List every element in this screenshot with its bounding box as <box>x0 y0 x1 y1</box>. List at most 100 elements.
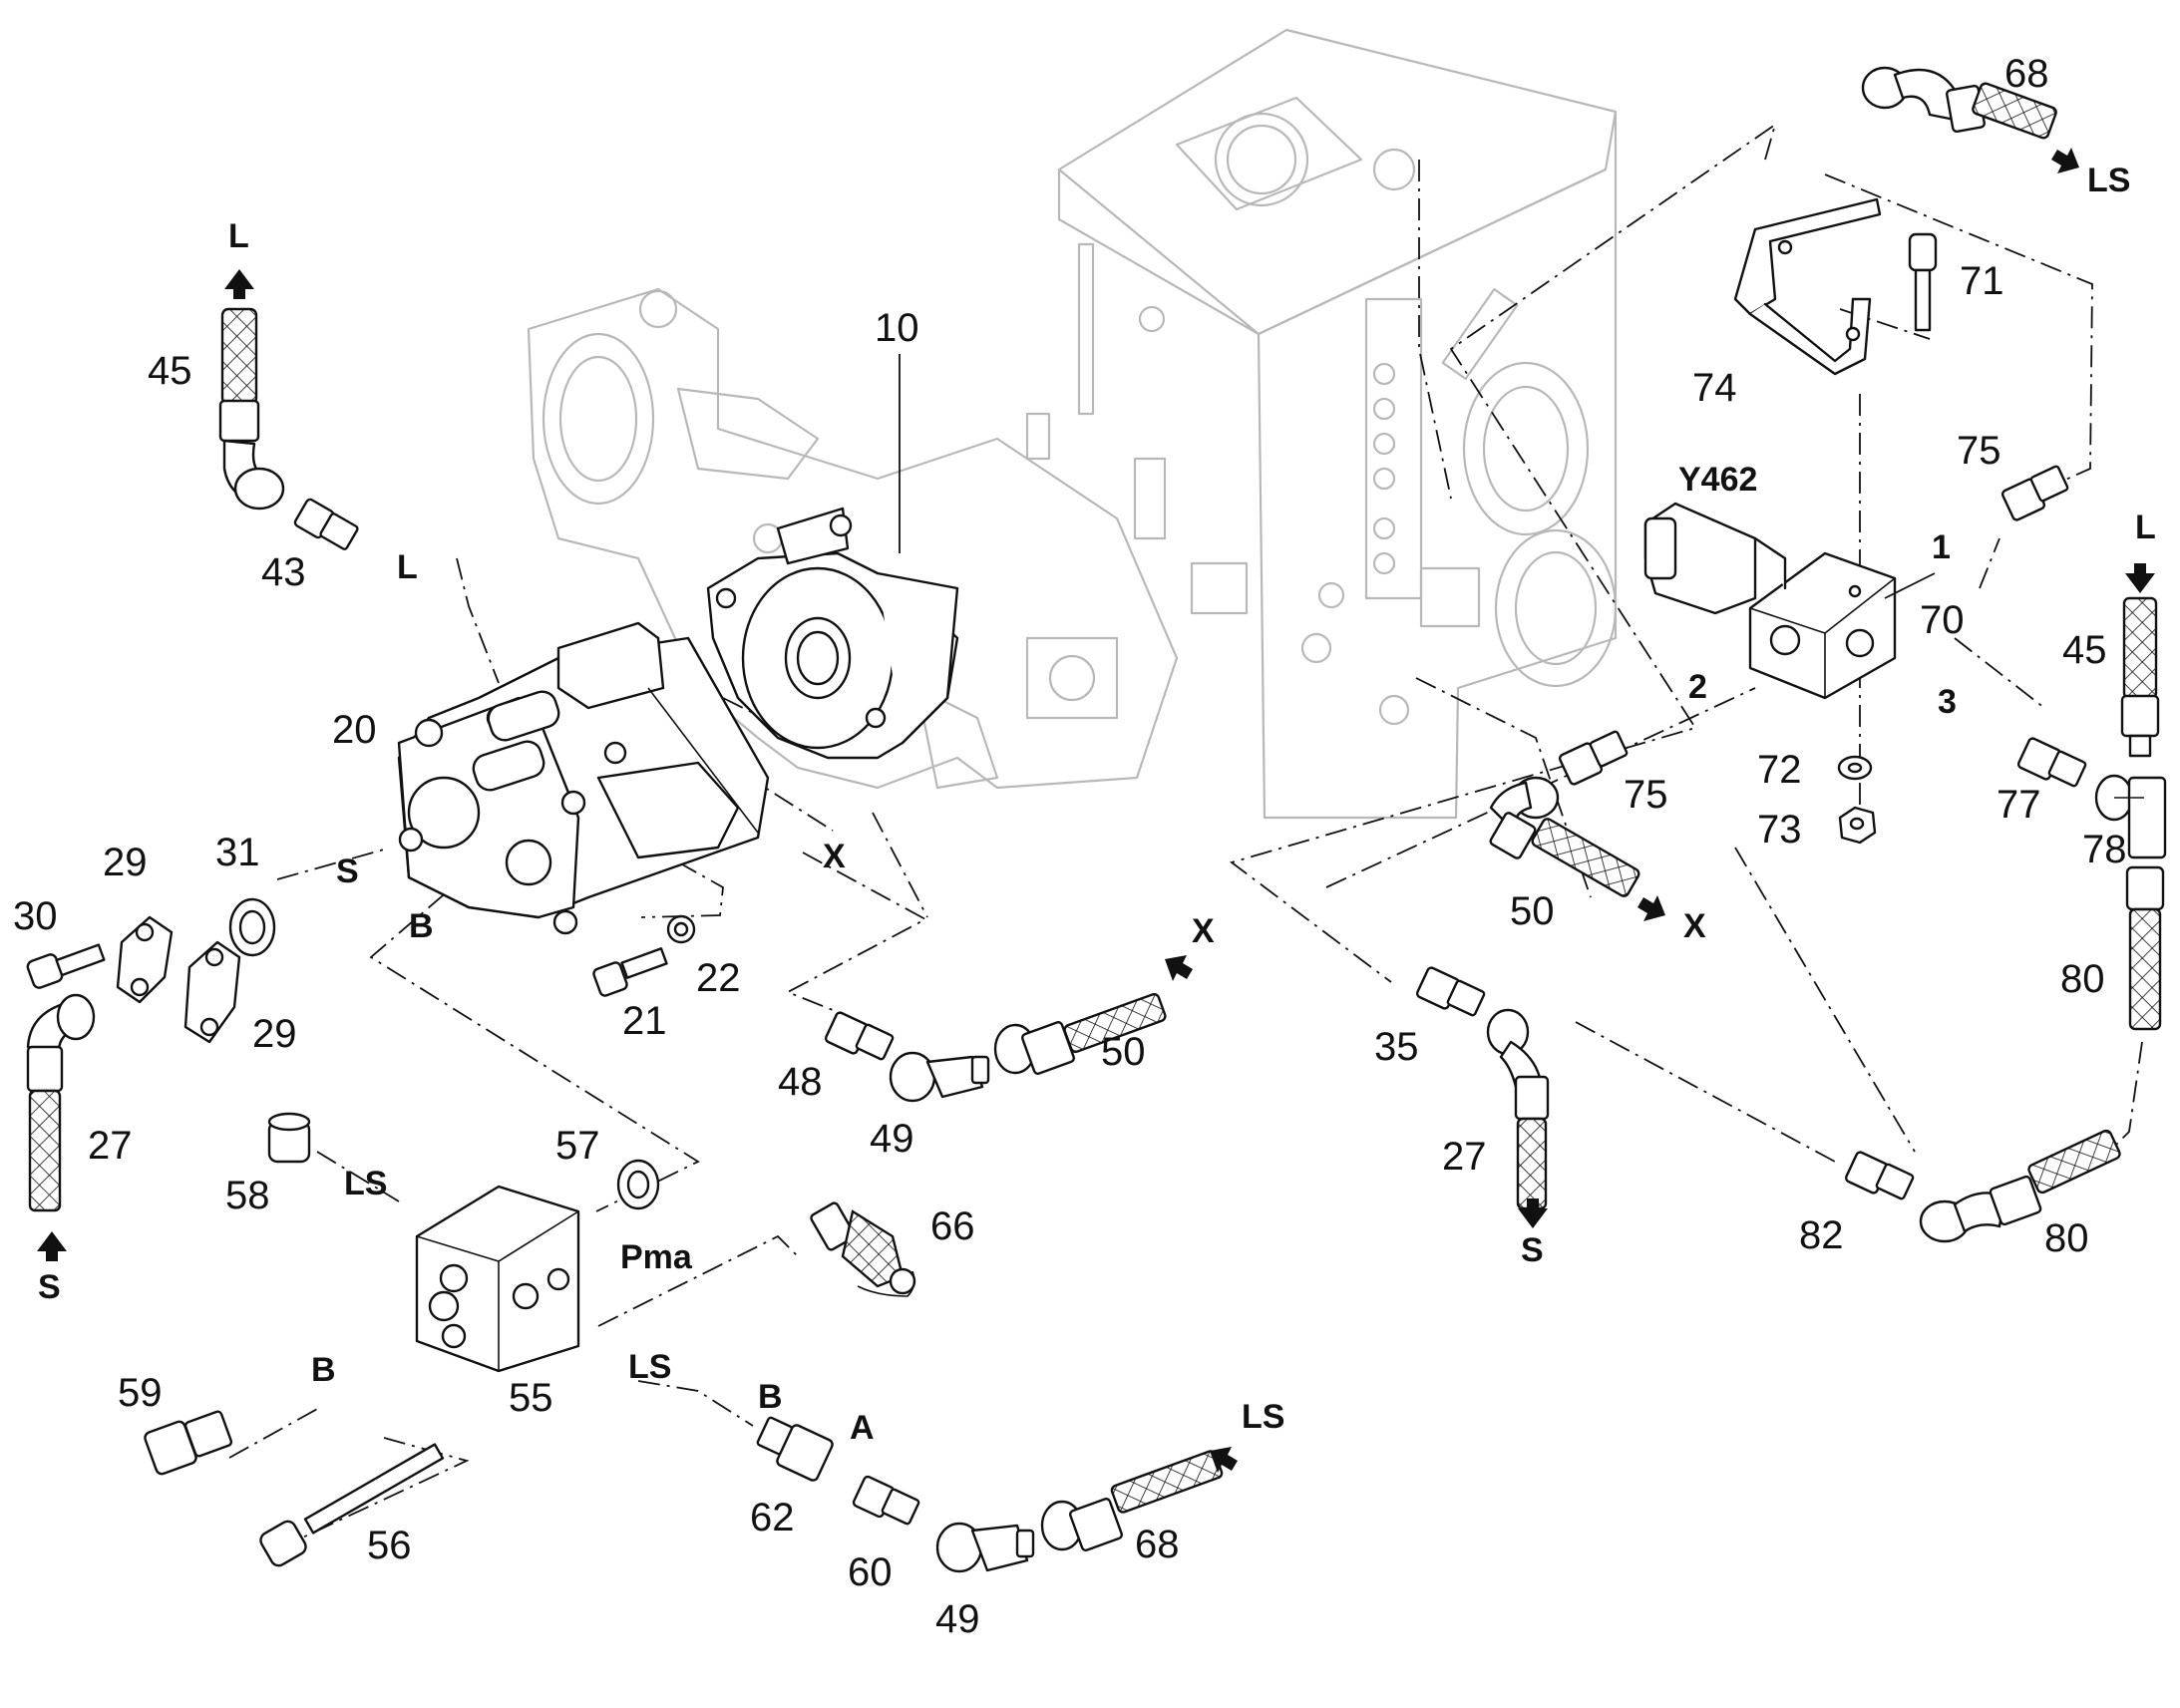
port-3: 3 <box>1938 683 1957 721</box>
label-78: 78 <box>2082 828 2127 871</box>
arrow-X-center <box>1165 955 1193 981</box>
arrow-L-up-left <box>224 269 254 299</box>
label-74: 74 <box>1692 366 1737 410</box>
label-50-right: 50 <box>1510 889 1555 933</box>
label-45-right: 45 <box>2062 628 2107 672</box>
port-2: 2 <box>1688 668 1707 706</box>
hydraulic-pump-20 <box>397 621 770 935</box>
nut-73 <box>1838 806 1877 845</box>
label-49-lower: 49 <box>935 1597 980 1641</box>
port-S-hose27-right: S <box>1521 1231 1544 1269</box>
port-B-pump: B <box>409 907 434 945</box>
port-B-block: B <box>311 1351 336 1389</box>
screw-30 <box>26 943 106 989</box>
arrow-L-down-right <box>2125 563 2155 593</box>
oring-57 <box>616 1159 660 1210</box>
part-number-labels: 10 20 21 22 27 27 29 29 30 31 35 43 45 4… <box>13 52 2127 1641</box>
label-58: 58 <box>225 1174 270 1217</box>
label-20: 20 <box>332 708 377 752</box>
port-LS-55: LS <box>628 1348 671 1386</box>
label-66: 66 <box>930 1204 975 1248</box>
arrow-S-down-right <box>1518 1198 1548 1228</box>
label-60: 60 <box>848 1550 893 1594</box>
hose-50-right <box>1489 776 1640 897</box>
label-80-bottom: 80 <box>2044 1216 2089 1260</box>
port-X-hose50-right: X <box>1683 907 1706 945</box>
label-57: 57 <box>555 1124 600 1168</box>
arrow-S-up-left <box>37 1231 67 1261</box>
fitting-75-lower <box>1558 730 1629 786</box>
label-71: 71 <box>1960 259 2004 303</box>
oring-31 <box>228 897 276 957</box>
label-59: 59 <box>118 1371 163 1415</box>
label-73: 73 <box>1757 808 1802 852</box>
port-X-pump: X <box>823 838 846 875</box>
port-L-line43: L <box>397 548 418 586</box>
arrow-LS-bottom <box>1210 1447 1238 1473</box>
port-S-pump: S <box>336 853 359 890</box>
test-coupling-66 <box>810 1201 916 1297</box>
label-75-lower: 75 <box>1624 773 1668 817</box>
port-A-60: A <box>850 1409 875 1447</box>
label-27-left: 27 <box>88 1124 133 1168</box>
label-43: 43 <box>261 550 306 594</box>
washer-22 <box>666 914 696 944</box>
label-75-upper: 75 <box>1957 429 2001 473</box>
label-45-left: 45 <box>148 349 192 393</box>
elbow-49-upper <box>889 1051 990 1103</box>
port-X-hose50: X <box>1192 912 1215 950</box>
hose-68-top <box>1861 66 2057 140</box>
hose-80-bottom <box>1919 1129 2121 1243</box>
port-1: 1 <box>1932 528 1951 566</box>
label-35: 35 <box>1374 1025 1419 1069</box>
hose-27-right <box>1486 1008 1550 1210</box>
bolt-56 <box>259 1443 445 1567</box>
flange-half-29-upper <box>116 915 174 1004</box>
port-LS-58: LS <box>344 1165 387 1202</box>
label-56: 56 <box>367 1524 412 1567</box>
tee-78 <box>2094 774 2167 859</box>
label-27-right: 27 <box>1442 1135 1487 1179</box>
port-S-hose27: S <box>38 1268 61 1306</box>
leader-lines <box>899 354 1936 599</box>
washer-72 <box>1837 755 1873 781</box>
motor-flange-10 <box>706 507 959 760</box>
label-55: 55 <box>509 1376 553 1420</box>
fitting-77 <box>2016 737 2087 788</box>
label-68-bottom: 68 <box>1135 1523 1180 1566</box>
assembly-lines <box>228 122 2143 1556</box>
fitting-75-upper <box>2000 465 2069 521</box>
fitting-43 <box>293 498 359 550</box>
label-31: 31 <box>215 831 260 874</box>
port-LS-68-top: LS <box>2087 162 2130 199</box>
port-labels: L L L S S S B B B A X X X LS LS LS LS Pm… <box>38 162 2156 1447</box>
hose-45-right <box>2120 596 2160 758</box>
label-29-lower: 29 <box>252 1012 297 1056</box>
label-70: 70 <box>1920 598 1965 642</box>
port-LS-68: LS <box>1242 1398 1284 1436</box>
label-49-upper: 49 <box>870 1117 914 1161</box>
label-68-top: 68 <box>2004 52 2049 96</box>
hose-68-bottom <box>1040 1450 1224 1551</box>
port-L-hose45-right: L <box>2135 509 2156 546</box>
port-L-hose45: L <box>228 217 249 255</box>
label-30: 30 <box>13 894 58 938</box>
hose-45-left <box>218 307 285 511</box>
label-22: 22 <box>696 956 741 1000</box>
fitting-60 <box>852 1475 920 1526</box>
label-10: 10 <box>875 306 919 350</box>
adapter-62 <box>756 1416 834 1482</box>
label-50-center: 50 <box>1101 1030 1146 1074</box>
label-62: 62 <box>750 1496 795 1539</box>
label-82: 82 <box>1799 1213 1844 1257</box>
label-77: 77 <box>1997 783 2041 827</box>
label-21: 21 <box>622 999 667 1043</box>
arrow-LS-top <box>2051 148 2079 173</box>
bracket-74 <box>1733 197 1882 376</box>
transmission-housing-ghost <box>1025 28 1618 820</box>
flange-half-29-lower <box>183 940 241 1044</box>
fitting-48 <box>824 1011 895 1061</box>
screw-21 <box>592 947 668 997</box>
fitting-82 <box>1844 1151 1915 1200</box>
